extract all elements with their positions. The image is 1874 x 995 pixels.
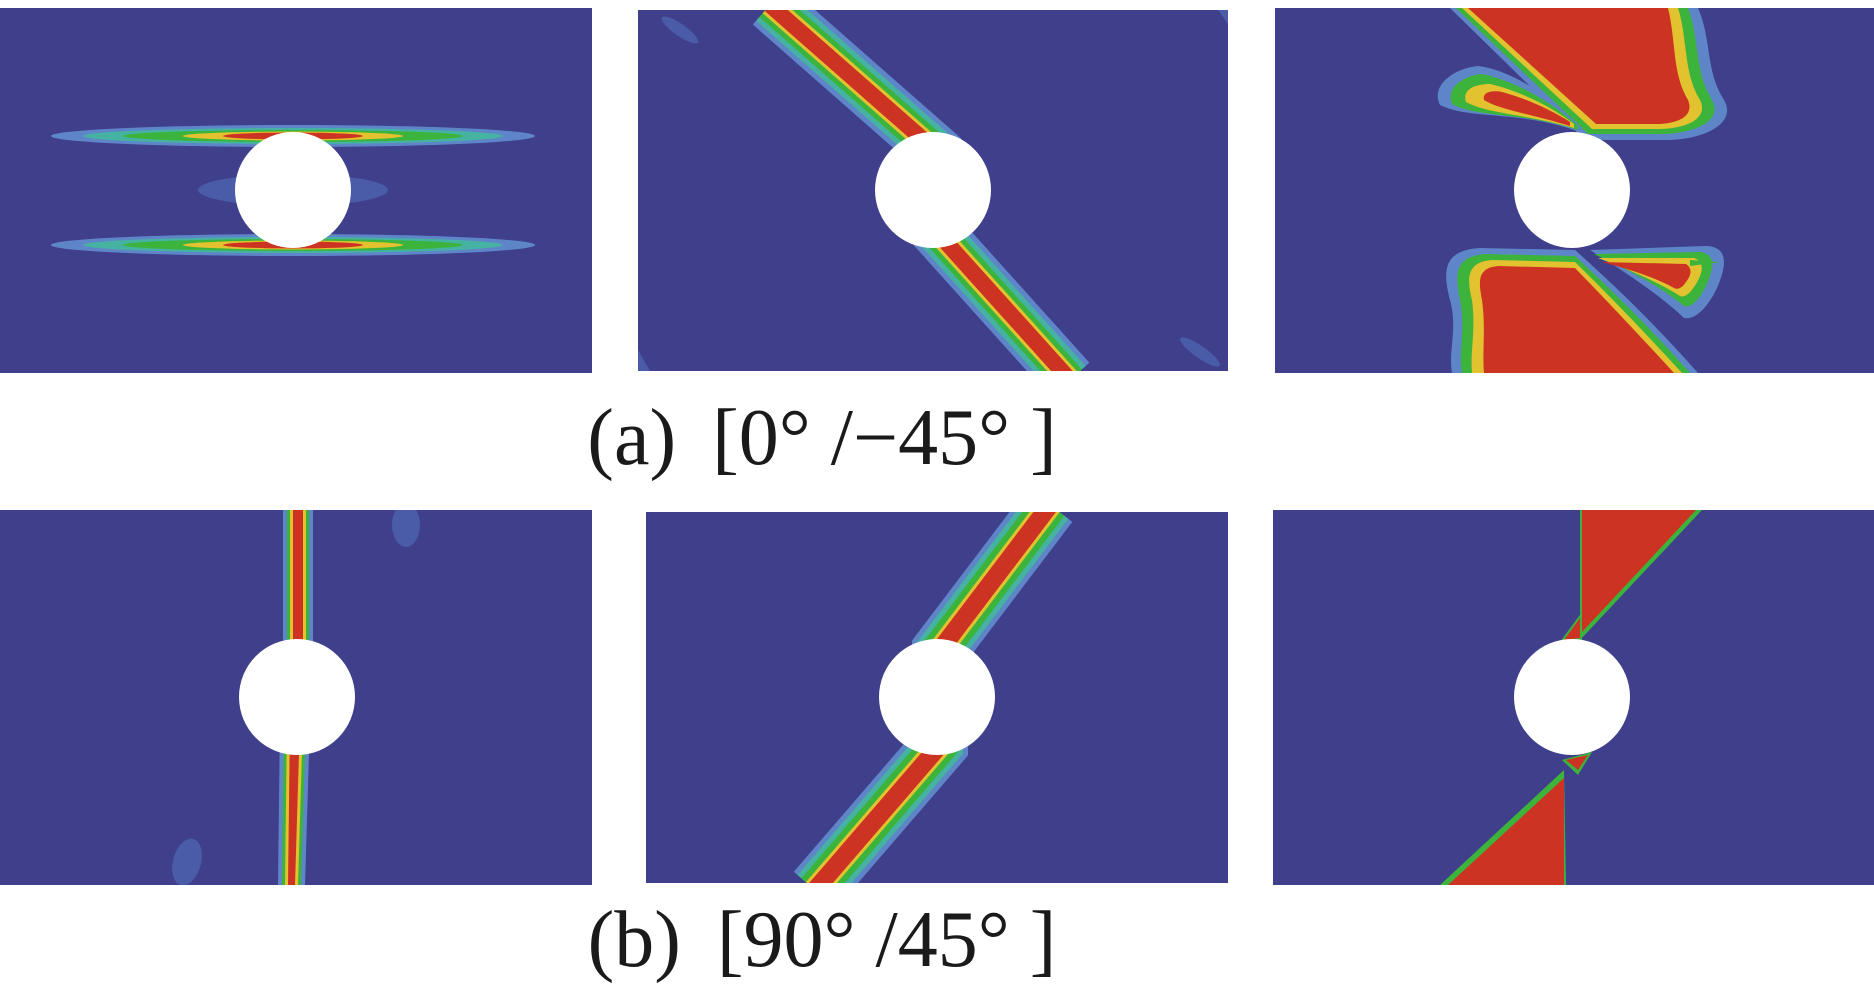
- caption-b-tag: (b): [587, 896, 681, 984]
- caption-b-layup: [90° /45° ]: [716, 896, 1057, 984]
- hole: [239, 639, 355, 755]
- caption-a-tag: (a): [587, 394, 677, 482]
- hole: [875, 132, 991, 248]
- caption-row-a: (a)[0° /−45° ]: [0, 398, 1759, 478]
- panel-a3-damage-zones: [1275, 8, 1874, 373]
- hole: [1514, 639, 1630, 755]
- panel-a1-horizontal-bands: [0, 8, 592, 373]
- panel-b1-vertical-band: [0, 510, 592, 885]
- caption-a-layup: [0° /−45° ]: [712, 394, 1057, 482]
- hole: [235, 132, 351, 248]
- panel-b3-triangular-zones: [1273, 510, 1874, 885]
- hole: [1514, 132, 1630, 248]
- panel-a2-chevron-band: [638, 10, 1228, 371]
- hole: [879, 639, 995, 755]
- caption-row-b: (b)[90° /45° ]: [0, 900, 1759, 980]
- panel-b2-diagonal-band: [646, 512, 1228, 883]
